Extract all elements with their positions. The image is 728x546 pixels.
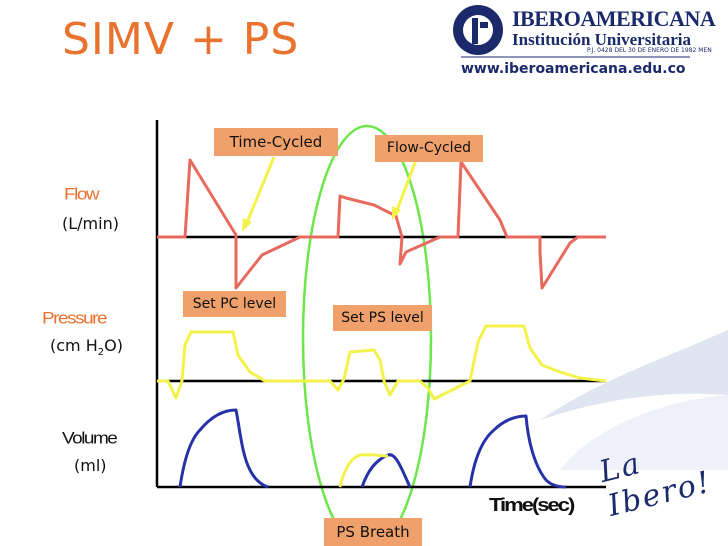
time-axis-label: Time(sec) [489, 493, 575, 516]
time-cycled-box [214, 128, 338, 156]
time-cycled-arrowhead [242, 218, 252, 232]
brand-website: www.iberoamericana.edu.co [461, 61, 686, 77]
ps-breath-highlight [301, 124, 433, 546]
logo-emblem-bar [472, 18, 478, 44]
background-swoosh-lower [560, 395, 728, 470]
pressure-label: Pressure [42, 310, 108, 328]
set-pc-level-label: Set PC level [192, 296, 277, 312]
logo-emblem-notch [480, 22, 488, 28]
volume-unit-label: (ml) [74, 456, 107, 475]
flow-cycled-label: Flow-Cycled [386, 140, 472, 156]
brand-legal-note: P.J. 0428 DEL 30 DE ENERO DE 1982 MEN [587, 47, 712, 54]
brand-name: IBEROAMERICANA [512, 6, 716, 31]
flow-cycled-arrowhead [392, 206, 401, 220]
time-cycled-label: Time-Cycled [229, 133, 323, 151]
set-ps-level-label: Set PS level [341, 310, 424, 326]
pressure-waveform [157, 324, 607, 401]
time-cycled-arrow [244, 156, 276, 226]
flow-unit-label: (L/min) [62, 214, 119, 233]
volume-label: Volume [62, 430, 118, 448]
flow-cycled-box [375, 135, 483, 162]
set-pc-level-box [183, 291, 286, 317]
ps-breath-box [324, 518, 422, 546]
brand-subtitle: Institución Universitaria [512, 30, 691, 49]
volume-waveform [178, 408, 567, 489]
ps-volume-overlay [338, 453, 389, 488]
flow-waveform [157, 158, 606, 290]
pressure-unit-label: (cm H2O) [50, 336, 123, 359]
ps-breath-label: PS Breath [336, 523, 410, 541]
flow-label: Flow [64, 186, 100, 204]
background-swoosh [540, 330, 728, 420]
slide-title: SIMV + PS [62, 14, 300, 65]
set-ps-level-box [333, 305, 432, 331]
flow-cycled-arrow [394, 159, 418, 214]
